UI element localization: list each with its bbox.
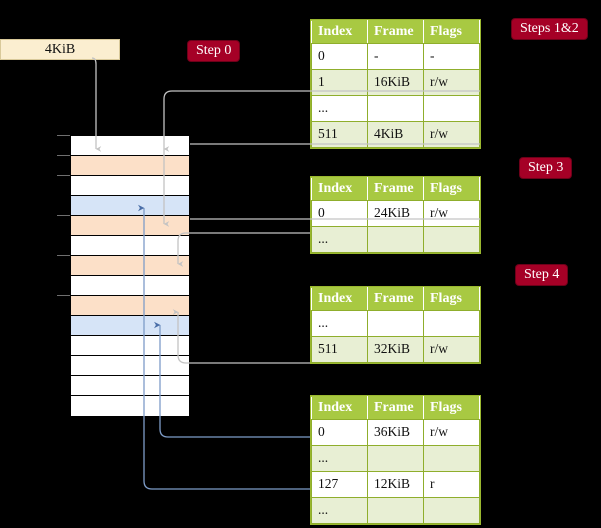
badge-step-4: Step 4: [516, 265, 568, 285]
memory-frame-row: [71, 276, 189, 296]
table-cell-flags: r/w: [423, 69, 480, 96]
table-cell-frame: 16KiB: [367, 69, 424, 96]
virtual-address-box: 4KiB: [0, 39, 120, 60]
virtual-address-label: 4KiB: [44, 42, 76, 57]
wire-step4-in: [172, 309, 310, 364]
memory-frame-row: [71, 196, 189, 216]
table-cell-frame: [367, 226, 424, 253]
table-row: ...: [311, 445, 480, 472]
table-cell-frame: -: [367, 43, 424, 70]
column-header-frame: Frame: [367, 396, 424, 420]
table-cell-flags: r/w: [423, 121, 480, 148]
memory-frame-row: [71, 336, 189, 356]
table-row: ...: [311, 497, 480, 524]
memory-frame-row: [71, 176, 189, 196]
table-row: 0--: [311, 43, 480, 70]
column-header-index: Index: [311, 177, 368, 201]
table-cell-frame: 36KiB: [367, 419, 424, 446]
memory-tick: [57, 135, 70, 136]
table-cell-flags: r/w: [423, 200, 480, 227]
memory-tick: [57, 295, 70, 296]
table-cell-index: ...: [311, 226, 368, 253]
table-cell-index: 1: [311, 69, 368, 96]
memory-tick: [57, 255, 70, 256]
table-cell-flags: [423, 445, 480, 472]
memory-frame-row: [71, 376, 189, 396]
table-cell-frame: [367, 95, 424, 122]
table-cell-frame: 4KiB: [367, 121, 424, 148]
column-header-index: Index: [311, 396, 368, 420]
table-cell-frame: 24KiB: [367, 200, 424, 227]
table-cell-flags: [423, 497, 480, 524]
table-cell-index: ...: [311, 310, 368, 337]
table-cell-index: ...: [311, 95, 368, 122]
table-cell-index: 0: [311, 200, 368, 227]
badge-step-0: Step 0: [188, 41, 240, 61]
table-cell-flags: r/w: [423, 336, 480, 363]
badge-steps-1-and-2: Steps 1&2: [512, 19, 587, 39]
table-cell-flags: r/w: [423, 419, 480, 446]
column-header-frame: Frame: [367, 287, 424, 311]
memory-frame-row: [71, 356, 189, 376]
memory-frame-row: [71, 216, 189, 236]
column-header-flags: Flags: [423, 396, 480, 420]
memory-tick: [57, 175, 70, 176]
table-cell-flags: [423, 95, 480, 122]
table-cell-index: 0: [311, 419, 368, 446]
memory-frame-row: [71, 156, 189, 176]
memory-frame-row: [71, 396, 189, 416]
table-cell-index: 127: [311, 471, 368, 498]
table-cell-index: 511: [311, 336, 368, 363]
wire-step3-down: [177, 232, 310, 267]
table-cell-flags: [423, 226, 480, 253]
table-cell-flags: [423, 310, 480, 337]
table-cell-index: ...: [311, 497, 368, 524]
table-cell-frame: 32KiB: [367, 336, 424, 363]
table-cell-index: 511: [311, 121, 368, 148]
table-row: ...: [311, 95, 480, 122]
memory-frame-row: [71, 256, 189, 276]
memory-frame-row: [71, 136, 189, 156]
table-cell-flags: -: [423, 43, 480, 70]
table-cell-frame: [367, 445, 424, 472]
memory-frame-row: [71, 296, 189, 316]
table-cell-frame: [367, 310, 424, 337]
table-cell-frame: [367, 497, 424, 524]
memory-frame-row: [71, 236, 189, 256]
table-cell-index: ...: [311, 445, 368, 472]
table-row: ...: [311, 226, 480, 253]
table-cell-frame: 12KiB: [367, 471, 424, 498]
column-header-index: Index: [311, 287, 368, 311]
physical-memory-column: [70, 135, 190, 416]
table-cell-flags: r: [423, 471, 480, 498]
column-header-flags: Flags: [423, 177, 480, 201]
column-header-frame: Frame: [367, 20, 424, 44]
column-header-flags: Flags: [423, 287, 480, 311]
table-cell-index: 0: [311, 43, 368, 70]
column-header-frame: Frame: [367, 177, 424, 201]
badge-step-3: Step 3: [520, 158, 572, 178]
memory-frame-row: [71, 316, 189, 336]
column-header-flags: Flags: [423, 20, 480, 44]
memory-tick: [57, 215, 70, 216]
column-header-index: Index: [311, 20, 368, 44]
memory-tick: [57, 155, 70, 156]
table-row: ...: [311, 310, 480, 337]
